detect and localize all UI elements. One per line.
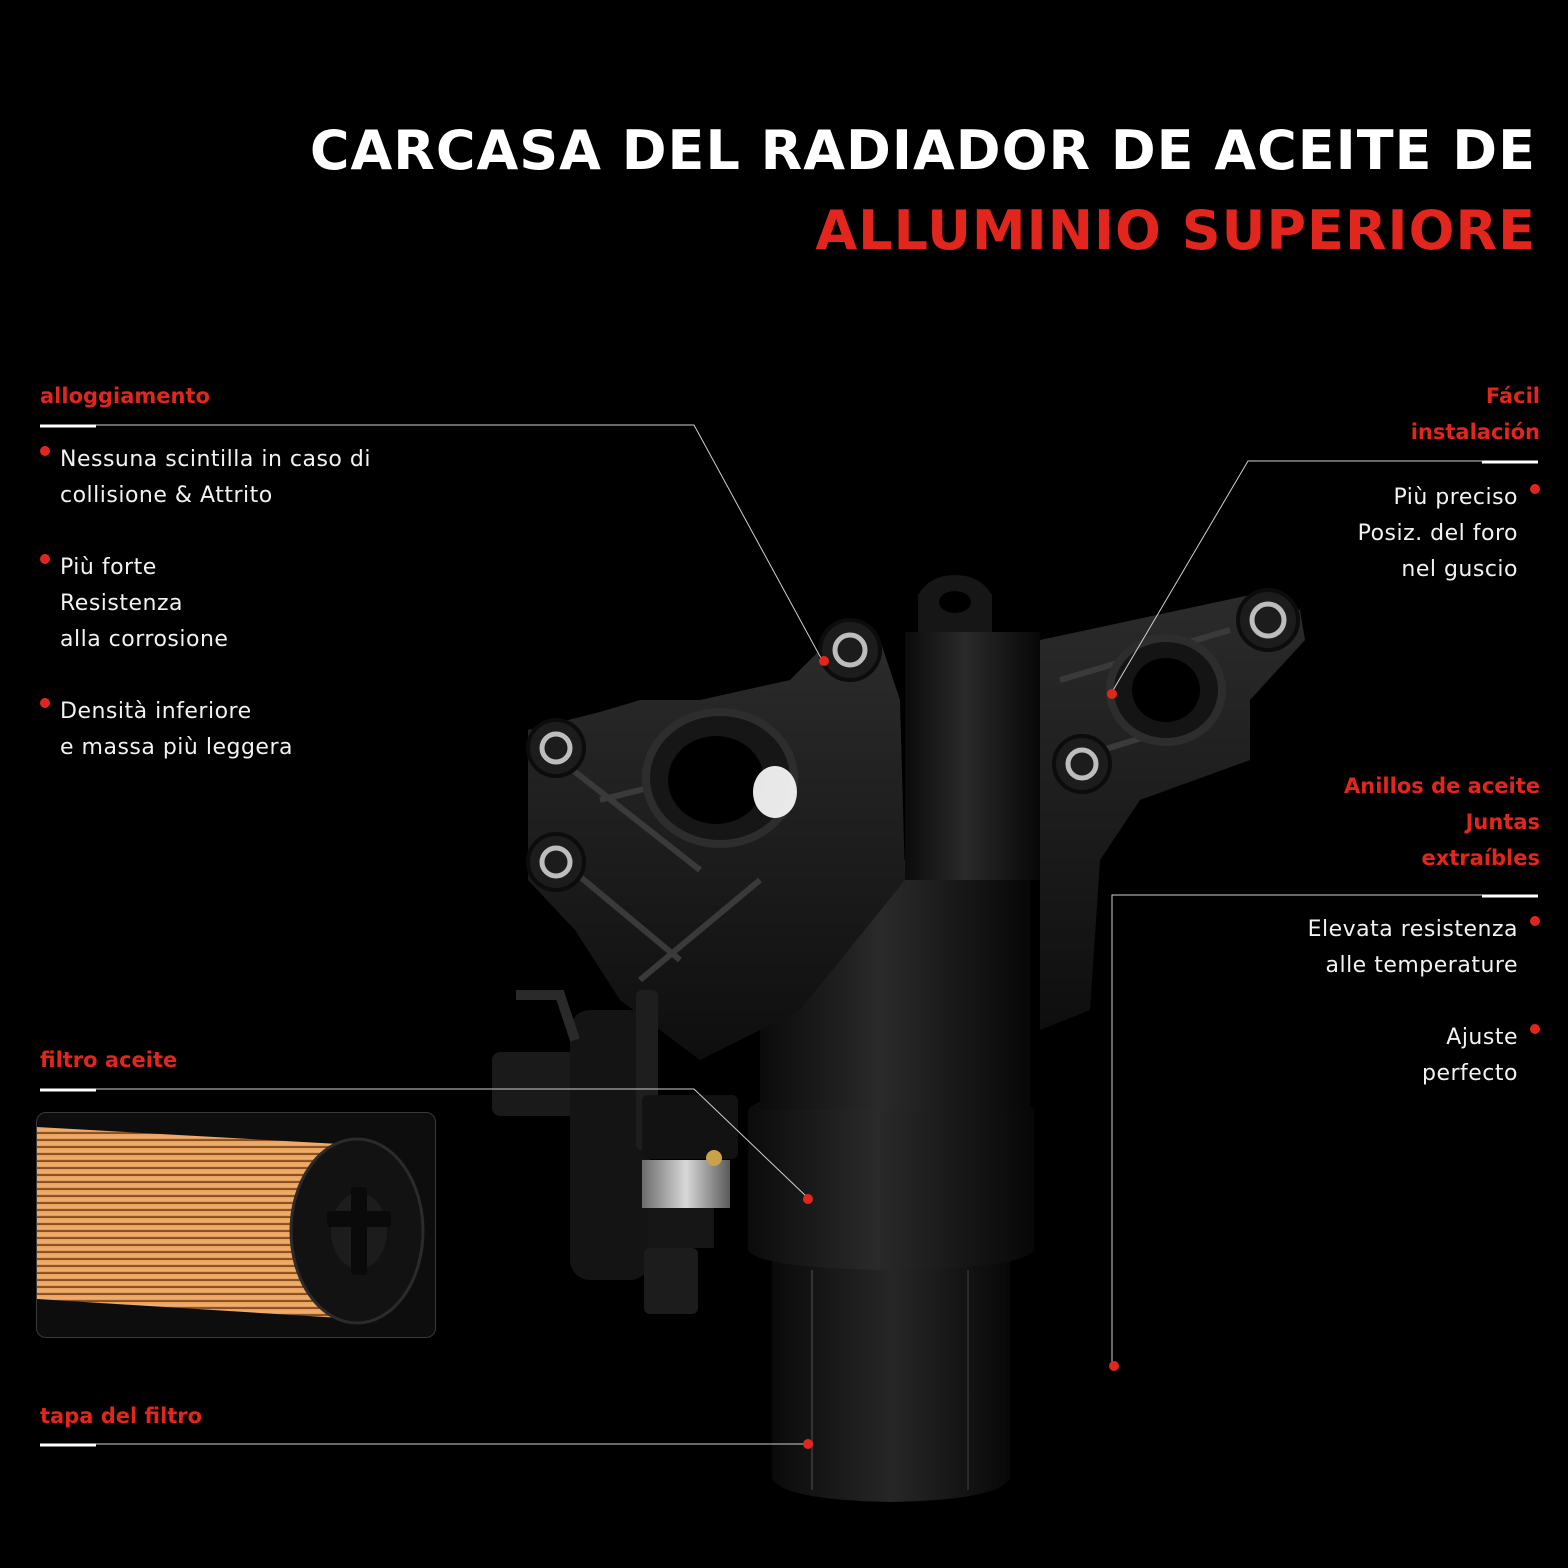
- oil-rings-bullet-2: Ajuste perfecto: [1422, 1020, 1540, 1092]
- installation-heading-line: Fácil: [1485, 384, 1540, 408]
- housing-bullet-2: Più forte Resistenza alla corrosione: [40, 550, 228, 658]
- port-right: [1106, 634, 1226, 746]
- upper-tower-shape: [905, 575, 1040, 880]
- installation-bullet-1: Più preciso Posiz. del foro nel guscio: [1358, 480, 1540, 588]
- bullet-text: Resistenza: [60, 591, 184, 616]
- bullet-dot: [1530, 916, 1540, 926]
- housing-heading: alloggiamento: [40, 384, 210, 408]
- side-pipe: [492, 990, 650, 1280]
- installation-heading: Fácil instalación: [1411, 378, 1540, 450]
- housing-bullet-3: Densità inferiore e massa più leggera: [40, 694, 293, 766]
- bullet-dot: [1530, 484, 1540, 494]
- bolt-rings: [526, 588, 1300, 892]
- bullet-text: collisione & Attrito: [60, 483, 273, 508]
- bullet-text: Densità inferiore: [60, 699, 252, 724]
- oil-filter-icon: [37, 1127, 425, 1325]
- oil-rings-heading: Anillos de aceite Juntas extraíbles: [1344, 768, 1540, 876]
- callout-dots: [803, 656, 1119, 1449]
- bullet-dot: [40, 698, 50, 708]
- bolt-inserts: [539, 601, 1287, 879]
- bullet-dot: [1530, 1024, 1540, 1034]
- filter-cap-heading: tapa del filtro: [40, 1404, 203, 1428]
- left-flange-shape: [528, 640, 905, 1060]
- bullet-text: Più forte: [60, 555, 157, 580]
- bullet-text: Ajuste: [1446, 1025, 1518, 1050]
- page-title-line2: ALLUMINIO SUPERIORE: [815, 199, 1536, 262]
- installation-heading-line: instalación: [1410, 420, 1540, 444]
- bullet-text: e massa più leggera: [60, 735, 293, 760]
- page-title-line1: CARCASA DEL RADIADOR DE ACEITE DE: [309, 119, 1536, 182]
- filter-cap-shape: [772, 1250, 1010, 1502]
- bullet-dot: [40, 446, 50, 456]
- housing-bullet-1: Nessuna scintilla in caso di collisione …: [40, 442, 371, 514]
- bullet-text: Nessuna scintilla in caso di: [60, 447, 371, 472]
- bullet-text: alle temperature: [1325, 953, 1518, 978]
- port-left: [642, 708, 798, 848]
- oil-filter-heading: filtro aceite: [40, 1048, 178, 1072]
- bullet-text: Posiz. del foro: [1357, 521, 1518, 546]
- bullet-text: Elevata resistenza: [1307, 917, 1518, 942]
- oil-rings-heading-line: Juntas: [1465, 810, 1540, 834]
- callout-lines: [40, 424, 1538, 1445]
- pressure-sensor: [636, 990, 738, 1314]
- oil-rings-heading-line: Anillos de aceite: [1344, 774, 1540, 798]
- bullet-text: alla corrosione: [60, 627, 229, 652]
- callout-heading-bars: [40, 424, 1538, 1447]
- oil-filter-image: [36, 1112, 436, 1338]
- oil-rings-heading-line: extraíbles: [1421, 846, 1540, 870]
- bullet-dot: [40, 554, 50, 564]
- bullet-text: Più preciso: [1393, 485, 1518, 510]
- bullet-text: perfecto: [1421, 1061, 1518, 1086]
- oil-rings-bullet-1: Elevata resistenza alle temperature: [1308, 912, 1540, 984]
- bullet-text: nel guscio: [1401, 557, 1518, 582]
